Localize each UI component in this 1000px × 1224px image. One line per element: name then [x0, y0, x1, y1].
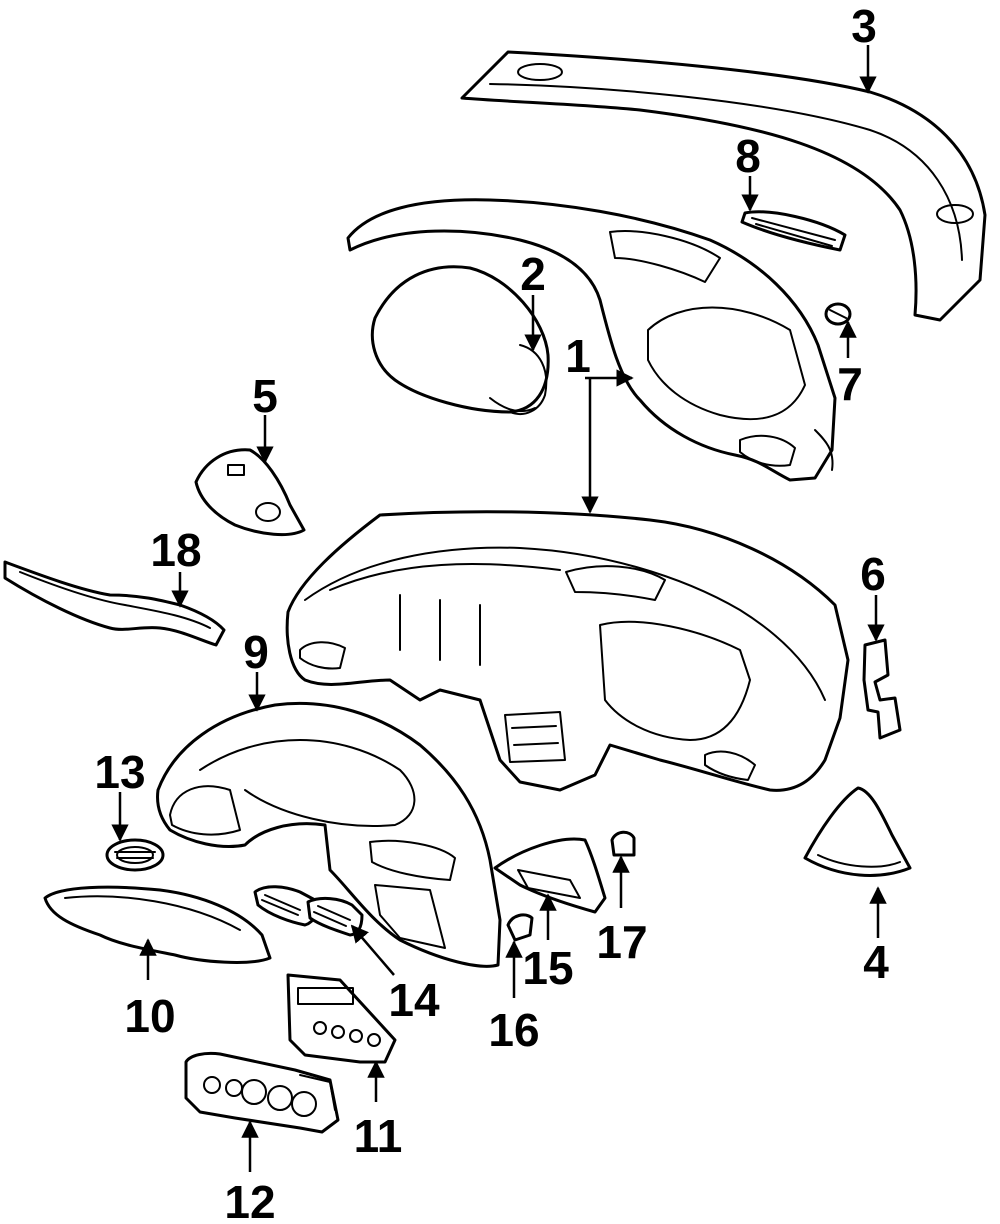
callout-labels: 1 2 3 4 5 6 7 8 9 10 11 12 13 14 15 16 1…	[94, 0, 889, 1224]
part-5-end-cap	[194, 448, 306, 536]
part-15-switch-bezel	[493, 837, 607, 914]
callout-9: 9	[243, 626, 269, 678]
callout-14: 14	[388, 974, 440, 1026]
callout-leaders	[111, 45, 887, 1172]
callout-18: 18	[150, 524, 201, 576]
part-3-top-cover	[460, 50, 987, 322]
callout-8: 8	[735, 130, 761, 182]
part-6-bracket	[862, 638, 902, 740]
callout-11: 11	[354, 1110, 403, 1162]
callout-7: 7	[837, 358, 863, 410]
part-13-small-bezel	[105, 838, 165, 872]
part-7-clip	[824, 302, 852, 326]
callout-4: 4	[863, 936, 889, 988]
callout-15: 15	[522, 942, 573, 994]
part-1-panel-upper	[346, 198, 837, 482]
leader-14	[350, 924, 395, 976]
part-1-panel-main	[285, 510, 850, 792]
part-12-control-unit	[184, 1051, 340, 1134]
callout-1: 1	[565, 330, 591, 382]
part-18-trim	[3, 560, 226, 647]
part-2-cover	[370, 265, 550, 415]
callout-17: 17	[596, 916, 647, 968]
part-8-grille	[740, 210, 847, 252]
callout-2: 2	[520, 248, 546, 300]
part-10-trim-panel	[43, 885, 272, 964]
part-9-cluster-bezel	[156, 701, 502, 968]
part-16-small-knob	[506, 913, 534, 942]
part-4-triangle-cover	[803, 786, 912, 877]
callout-10: 10	[124, 990, 175, 1042]
callout-6: 6	[860, 548, 886, 600]
callout-13: 13	[94, 746, 145, 798]
callout-3: 3	[851, 0, 877, 52]
callout-12: 12	[224, 1176, 275, 1224]
callout-5: 5	[252, 370, 278, 422]
callout-16: 16	[488, 1004, 539, 1056]
part-11-control-bezel	[286, 973, 397, 1064]
part-17-small-switch	[610, 830, 636, 857]
part-14-knobs	[253, 885, 364, 937]
